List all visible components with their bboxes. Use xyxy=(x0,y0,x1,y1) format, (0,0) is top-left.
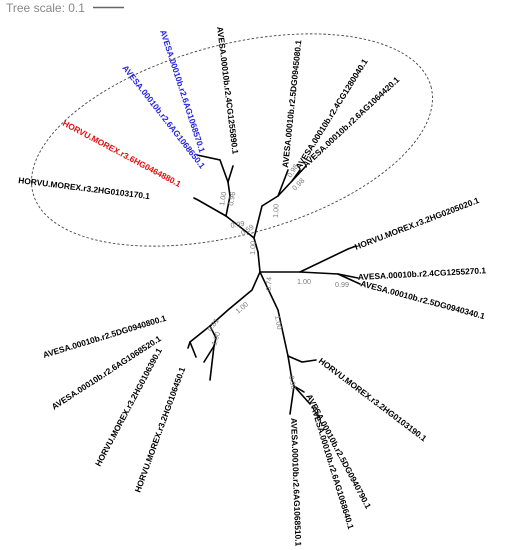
support-value: 0.74 xyxy=(264,277,273,291)
leaf-label: AVESA.00010b.r2.4CG1255270.1 xyxy=(358,265,487,282)
support-value: 1.00 xyxy=(234,300,251,316)
support-value: 0.96 xyxy=(226,191,237,206)
support-value: 1.00 xyxy=(273,315,284,330)
clade-highlight-ellipse xyxy=(31,33,433,247)
leaf-label: HORVU.MOREX.r3.2HG0205020.1 xyxy=(353,195,481,252)
leaf-label: AVESA.00010b.r2.4CG1255890.1 xyxy=(215,26,241,155)
leaf-label: AVESA.00010b.r2.6AG1068510.1 xyxy=(289,418,303,547)
tree-scale-label: Tree scale: 0.1 xyxy=(6,1,85,15)
support-value: 1.00 xyxy=(217,191,228,206)
support-value: 1.00 xyxy=(248,241,257,255)
support-value: 0.99 xyxy=(230,219,245,230)
leaf-label: AVESA.00010b.r2.5DG0940800.1 xyxy=(42,313,168,360)
leaf-label: HORVU.MOREX.r3.2HG0103170.1 xyxy=(18,175,151,201)
leaf-labels: AVESA.00010b.r2.6AG1068570.1 AVESA.00010… xyxy=(18,26,487,547)
support-value: 0.99 xyxy=(335,280,349,289)
support-value: 1.00 xyxy=(297,277,311,286)
support-value: 1.00 xyxy=(209,331,222,347)
leaf-label: HORVU.MOREX.r3.6HG0464880.1 xyxy=(61,118,183,189)
leaf-label: AVESA.00010b.r2.5DG0940340.1 xyxy=(359,278,486,321)
support-value: 1.00 xyxy=(271,204,280,218)
support-values: 1.00 0.96 1.00 0.98 1.00 0.99 0.74 1.00 … xyxy=(205,162,349,390)
support-value: 0.98 xyxy=(287,375,298,390)
leaf-label: AVESA.00010b.r2.5DG0945080.1 xyxy=(280,39,303,168)
tree-branches xyxy=(187,154,361,415)
